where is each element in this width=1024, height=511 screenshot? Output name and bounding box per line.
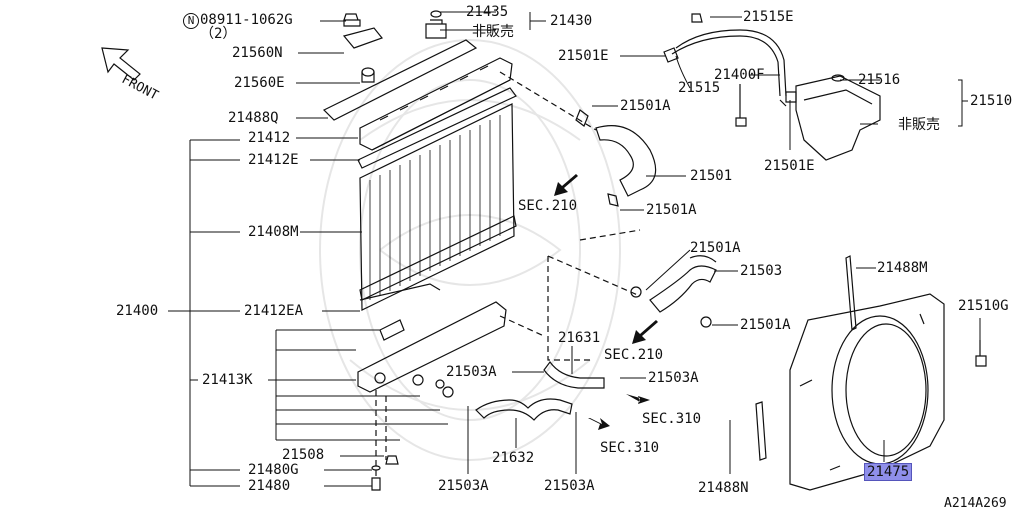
small-parts-top (342, 10, 447, 83)
drawing-code: A214A269 (944, 496, 1007, 511)
label-21515E[interactable]: 21515E (743, 9, 794, 25)
label-sec210-b[interactable]: SEC.210 (604, 347, 664, 363)
label-sec310-b[interactable]: SEC.310 (600, 440, 660, 456)
upper-hose (575, 109, 657, 207)
label-21501E-a[interactable]: 21501E (558, 48, 609, 64)
label-21475-highlight: 21475 (864, 463, 913, 481)
radiator-upper-tank (322, 39, 517, 169)
label-21510G[interactable]: 21510G (958, 298, 1009, 314)
label-21501A-c[interactable]: 21501A (690, 240, 741, 256)
note-part-label: 08911-1062G (200, 12, 293, 28)
bolt-21400F (735, 84, 747, 127)
front-arrow-icon (101, 47, 141, 81)
label-21480G[interactable]: 21480G (248, 462, 299, 478)
label-21408M[interactable]: 21408M (248, 224, 299, 240)
hose-21632 (475, 398, 573, 421)
label-21488Q[interactable]: 21488Q (228, 110, 279, 126)
label-21480[interactable]: 21480 (248, 478, 291, 494)
radiator-core (359, 103, 517, 311)
hose-21631 (543, 360, 605, 389)
label-21560N[interactable]: 21560N (232, 45, 283, 61)
label-21413K[interactable]: 21413K (202, 372, 253, 388)
label-21508[interactable]: 21508 (282, 447, 325, 463)
label-21412E[interactable]: 21412E (248, 152, 299, 168)
label-not-sold-1: 非販売 (472, 24, 514, 40)
label-21412[interactable]: 21412 (248, 130, 291, 146)
reservoir-tank (779, 74, 881, 161)
label-21400F[interactable]: 21400F (714, 67, 765, 83)
label-21632[interactable]: 21632 (492, 450, 535, 466)
label-21560E[interactable]: 21560E (234, 75, 285, 91)
label-not-sold-2: 非販売 (898, 117, 940, 133)
label-21631[interactable]: 21631 (558, 330, 601, 346)
label-21488N[interactable]: 21488N (698, 480, 749, 496)
label-21412EA[interactable]: 21412EA (244, 303, 304, 319)
label-21503[interactable]: 21503 (740, 263, 783, 279)
label-21503A-d[interactable]: 21503A (544, 478, 595, 494)
seal-strips (755, 255, 857, 461)
label-21475[interactable]: 21475 (864, 463, 913, 481)
label-21501A-a[interactable]: 21501A (620, 98, 671, 114)
section-arrows (554, 174, 658, 430)
label-21488M[interactable]: 21488M (877, 260, 928, 276)
label-21501E-b[interactable]: 21501E (764, 158, 815, 174)
label-21501[interactable]: 21501 (690, 168, 733, 184)
label-21400[interactable]: 21400 (116, 303, 159, 319)
label-21516[interactable]: 21516 (858, 72, 901, 88)
lower-hose-21503 (630, 255, 717, 328)
leader-lines (168, 11, 981, 487)
label-21430[interactable]: 21430 (550, 13, 593, 29)
label-sec310-a[interactable]: SEC.310 (642, 411, 702, 427)
dashed-guides (375, 71, 641, 480)
label-21503A-a[interactable]: 21503A (446, 364, 497, 380)
label-21501A-b[interactable]: 21501A (646, 202, 697, 218)
label-21503A-c[interactable]: 21503A (438, 478, 489, 494)
overflow-hose (663, 13, 787, 97)
label-21503A-b[interactable]: 21503A (648, 370, 699, 386)
label-sec210-a[interactable]: SEC.210 (518, 198, 578, 214)
label-21515[interactable]: 21515 (678, 80, 721, 96)
label-21435[interactable]: 21435 (466, 4, 509, 20)
label-21510[interactable]: 21510 (970, 93, 1013, 109)
bolt-21510G (975, 340, 987, 367)
note-quantity: （2） (200, 26, 237, 42)
n-badge: N (183, 13, 199, 29)
watermark-emblem (319, 39, 621, 461)
fan-shroud (789, 293, 945, 491)
label-21501A-d[interactable]: 21501A (740, 317, 791, 333)
radiator-lower-tank (357, 283, 507, 398)
